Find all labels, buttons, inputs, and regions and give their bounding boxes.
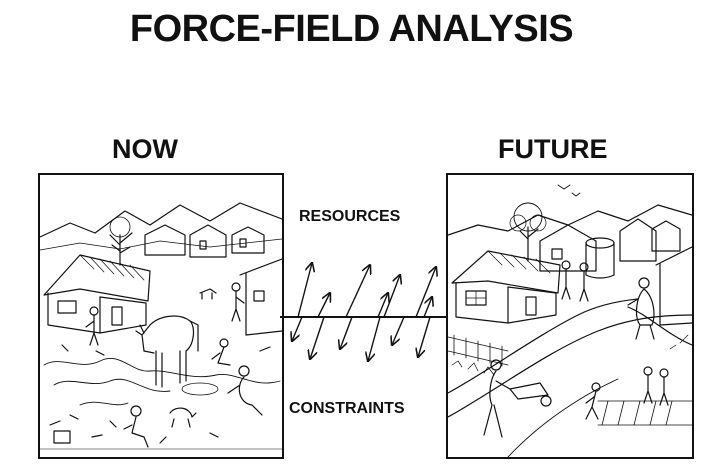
- now-heading: NOW: [112, 134, 178, 164]
- future-heading: FUTURE: [498, 134, 608, 164]
- resource-arrow: [297, 263, 312, 318]
- resource-arrow: [345, 265, 370, 318]
- constraints-label: CONSTRAINTS: [289, 400, 405, 417]
- constraint-arrow: [310, 316, 325, 359]
- future-village-illustration: [448, 184, 692, 457]
- constraint-arrow: [392, 316, 405, 345]
- constraint-arrow: [368, 316, 381, 361]
- now-illustration-panel: [38, 173, 284, 459]
- resource-arrow: [383, 275, 400, 318]
- constraint-arrow: [292, 316, 303, 341]
- force-field-arrows: [280, 245, 446, 369]
- diagram-title: FORCE-FIELD ANALYSIS: [129, 8, 574, 50]
- constraint-arrow: [418, 316, 431, 357]
- resource-arrow: [317, 293, 330, 318]
- future-illustration-panel: [446, 173, 694, 459]
- resources-label: RESOURCES: [299, 208, 401, 225]
- resource-arrow: [377, 293, 388, 318]
- constraint-arrow: [340, 316, 353, 349]
- now-village-illustration: [40, 202, 282, 450]
- resource-arrow: [415, 267, 436, 318]
- resource-arrow: [423, 297, 432, 318]
